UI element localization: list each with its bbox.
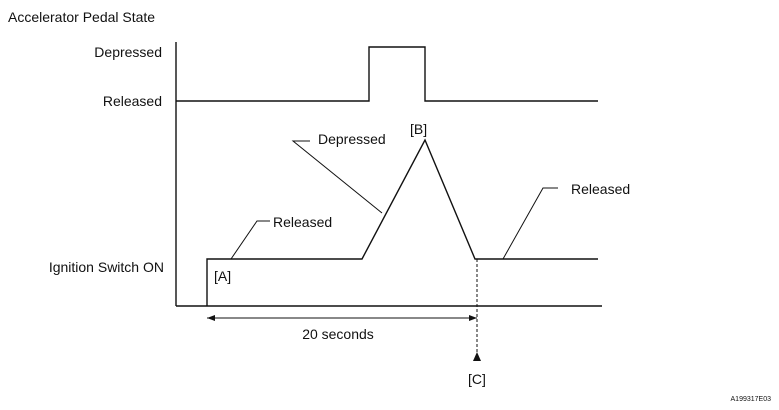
level-label-depressed: Depressed [94,44,162,60]
c-arrow-icon [473,352,481,361]
callout-released-right: Released [571,181,630,197]
duration-arrow-left-icon [207,315,215,321]
leader-released-right [502,187,558,260]
marker-b: [B] [410,121,427,137]
level-label-released: Released [103,93,162,109]
duration-arrow-right-icon [469,315,477,321]
diagram-title: Accelerator Pedal State [8,9,155,25]
marker-a: [A] [214,268,231,284]
pedal-state-waveform [176,46,598,102]
signal-trace [206,138,598,306]
callout-released-left: Released [273,214,332,230]
callout-depressed: Depressed [318,131,386,147]
marker-c: [C] [468,371,486,387]
figure-id: A199317E03 [731,396,772,403]
duration-label: 20 seconds [302,326,374,342]
leader-depressed [291,140,383,214]
leader-released-left [230,220,270,260]
level-label-ignition-on: Ignition Switch ON [49,259,164,275]
